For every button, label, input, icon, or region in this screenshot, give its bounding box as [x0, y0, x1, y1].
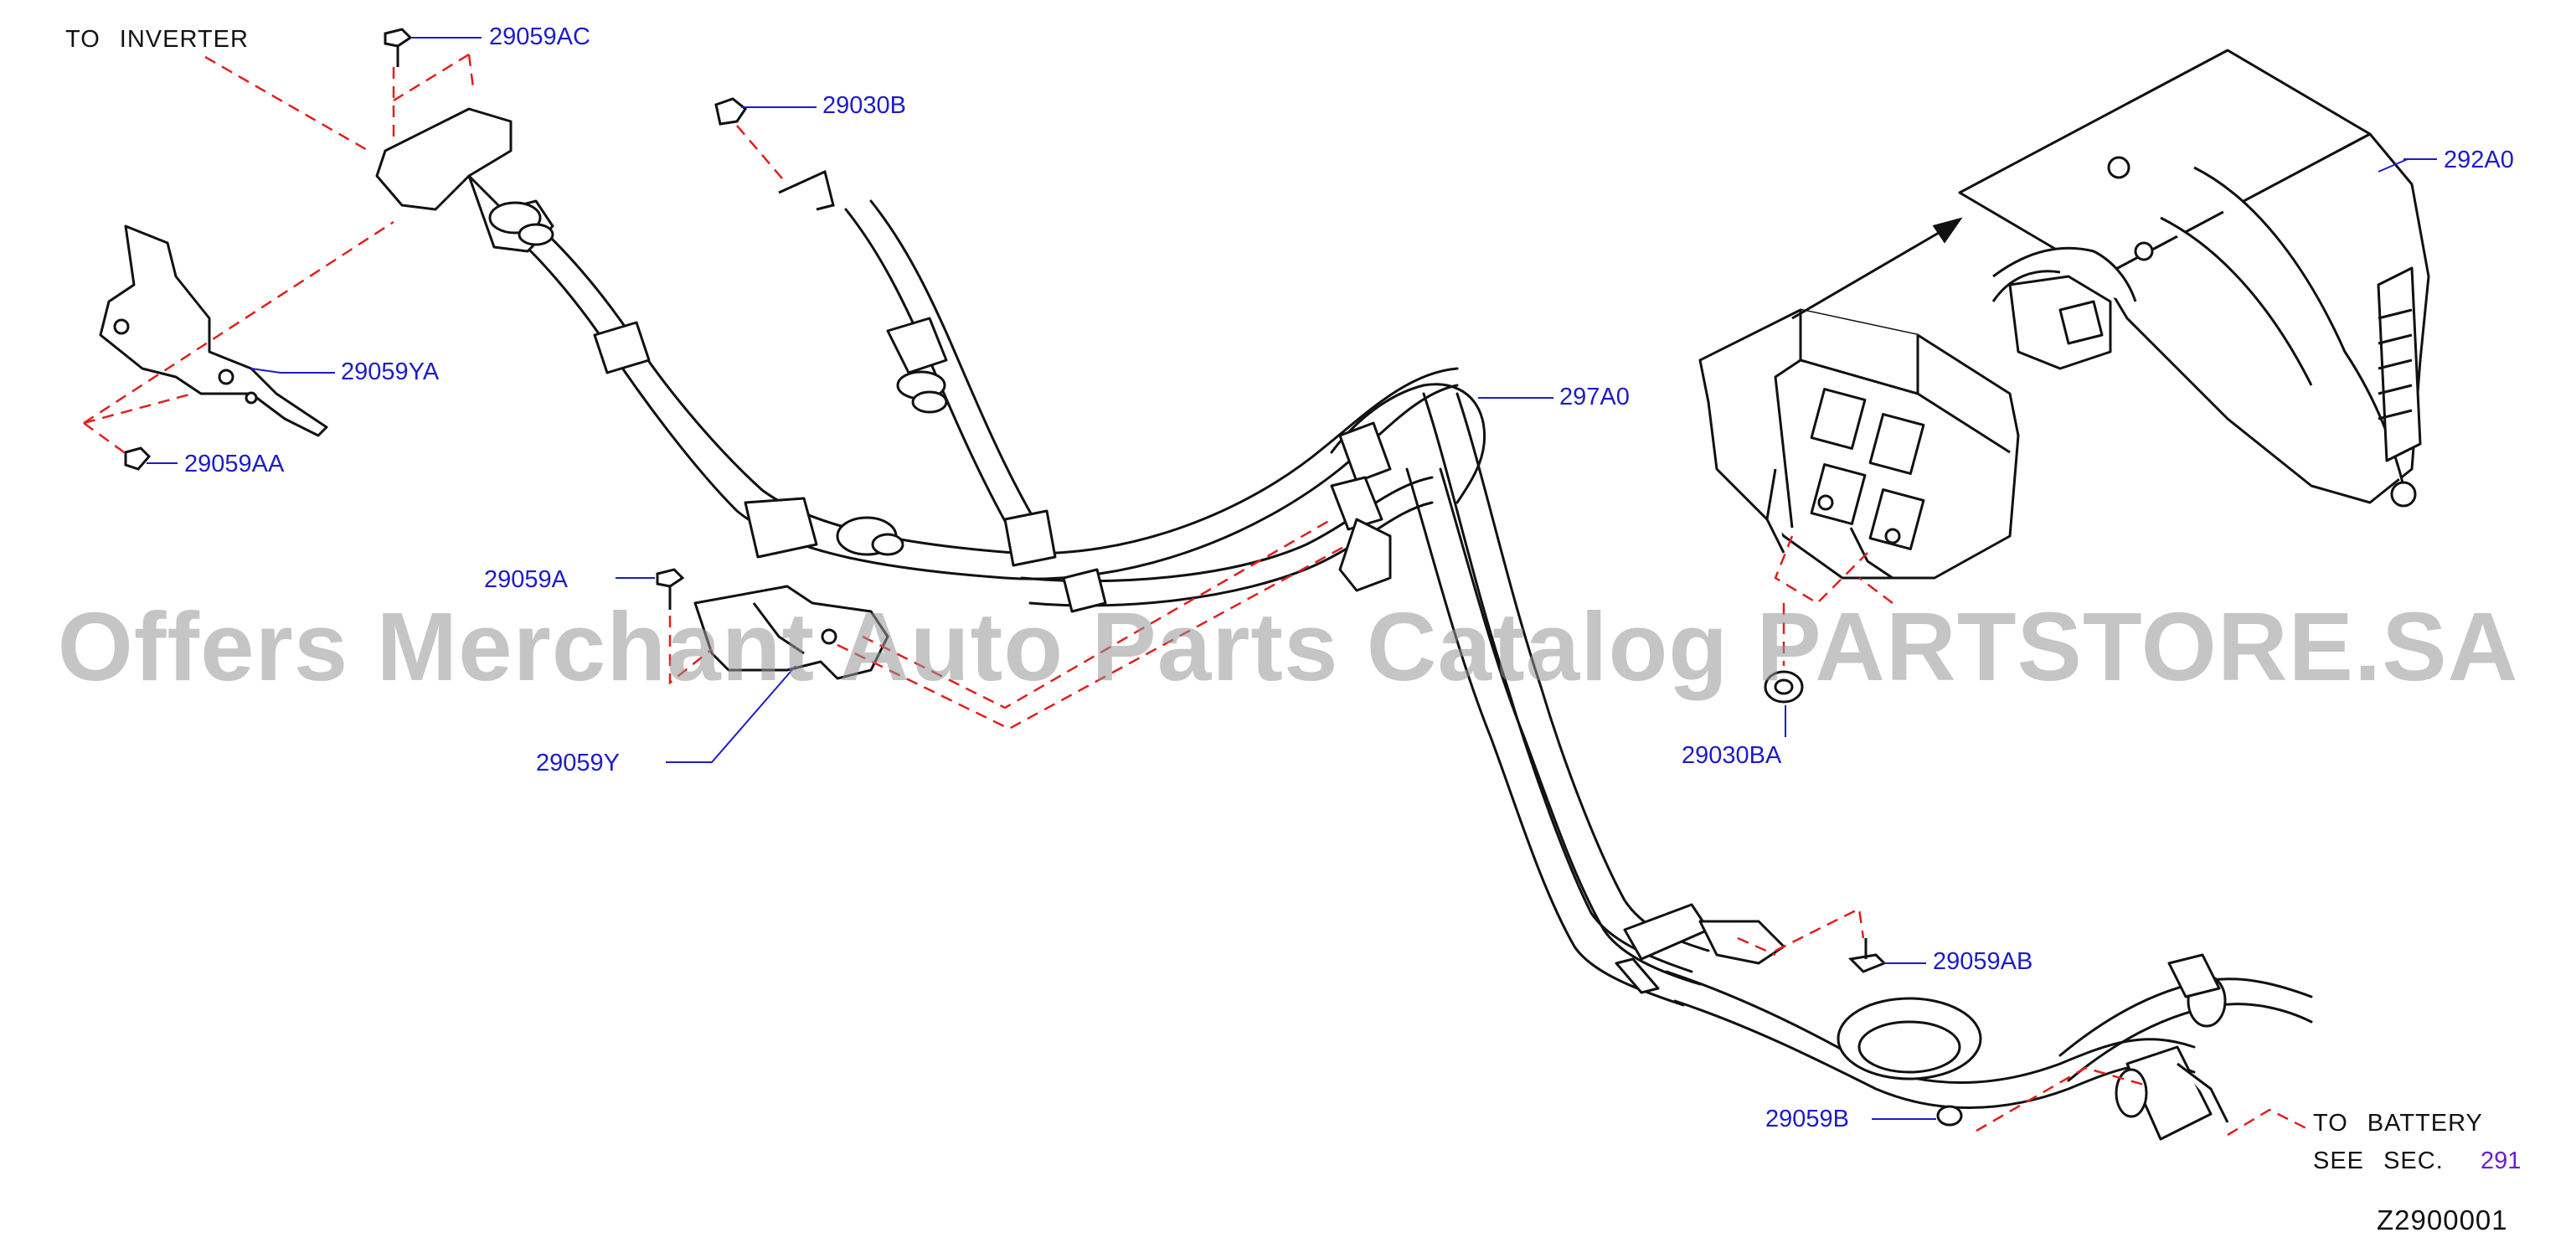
part-label-29030BA[interactable]: 29030BA: [1682, 742, 1782, 769]
leader-lines: [147, 37, 2437, 1120]
assembly-arrow: [1791, 217, 1963, 320]
note-to-battery: TO BATTERY: [2313, 1110, 2483, 1137]
nut-29030BA-icon: [1764, 670, 1804, 704]
part-label-29030B[interactable]: 29030B: [822, 92, 906, 119]
lower-tube-clip: [1615, 903, 1785, 994]
cable-grommet-upper: [593, 321, 651, 374]
part-label-29059YA[interactable]: 29059YA: [341, 358, 440, 385]
bracket-29059YA[interactable]: [99, 224, 328, 437]
section-link-291[interactable]: 291: [2481, 1148, 2522, 1174]
bolt-29059AB-icon: [1847, 938, 1887, 973]
part-label-29059AA[interactable]: 29059AA: [184, 451, 285, 477]
part-label-29059AB[interactable]: 29059AB: [1933, 948, 2033, 975]
bracket-29059Y[interactable]: [693, 585, 889, 680]
battery-connector[interactable]: [2115, 1045, 2229, 1141]
clip-29059B-icon: [1936, 1105, 1963, 1127]
diagram-id: Z2900001: [2377, 1204, 2508, 1235]
bracket-29030B-tab: [778, 169, 835, 211]
upper-right-connector: [2167, 953, 2227, 1028]
junction-box-292A0[interactable]: [1958, 49, 2430, 508]
bolt-29059AC-icon: [384, 28, 413, 67]
bolt-29059A-icon: [656, 568, 685, 610]
part-label-297A0[interactable]: 297A0: [1559, 384, 1630, 410]
bolt-29059AA-icon: [124, 446, 152, 471]
note-see-sec: SEE SEC.: [2313, 1148, 2444, 1174]
battery-grommet: [1837, 997, 1982, 1081]
part-label-29059A[interactable]: 29059A: [484, 566, 568, 593]
part-label-29059Y[interactable]: 29059Y: [536, 750, 620, 776]
electronic-module[interactable]: [1698, 308, 2020, 580]
tube-clamp-center: [1003, 509, 1107, 613]
dashed-guide-lines: [83, 53, 2312, 1137]
junction-bracket: [1330, 421, 1392, 592]
note-to-inverter: TO INVERTER: [65, 26, 249, 53]
inverter-connector[interactable]: [375, 107, 554, 253]
cap-29030B-icon: [714, 97, 748, 126]
cable-boot-left: [744, 497, 904, 559]
part-label-29059B[interactable]: 29059B: [1765, 1106, 1849, 1132]
part-label-29059AC[interactable]: 29059AC: [489, 23, 590, 50]
cable-grommet-29030B: [886, 317, 948, 414]
part-label-292A0[interactable]: 292A0: [2444, 147, 2514, 173]
